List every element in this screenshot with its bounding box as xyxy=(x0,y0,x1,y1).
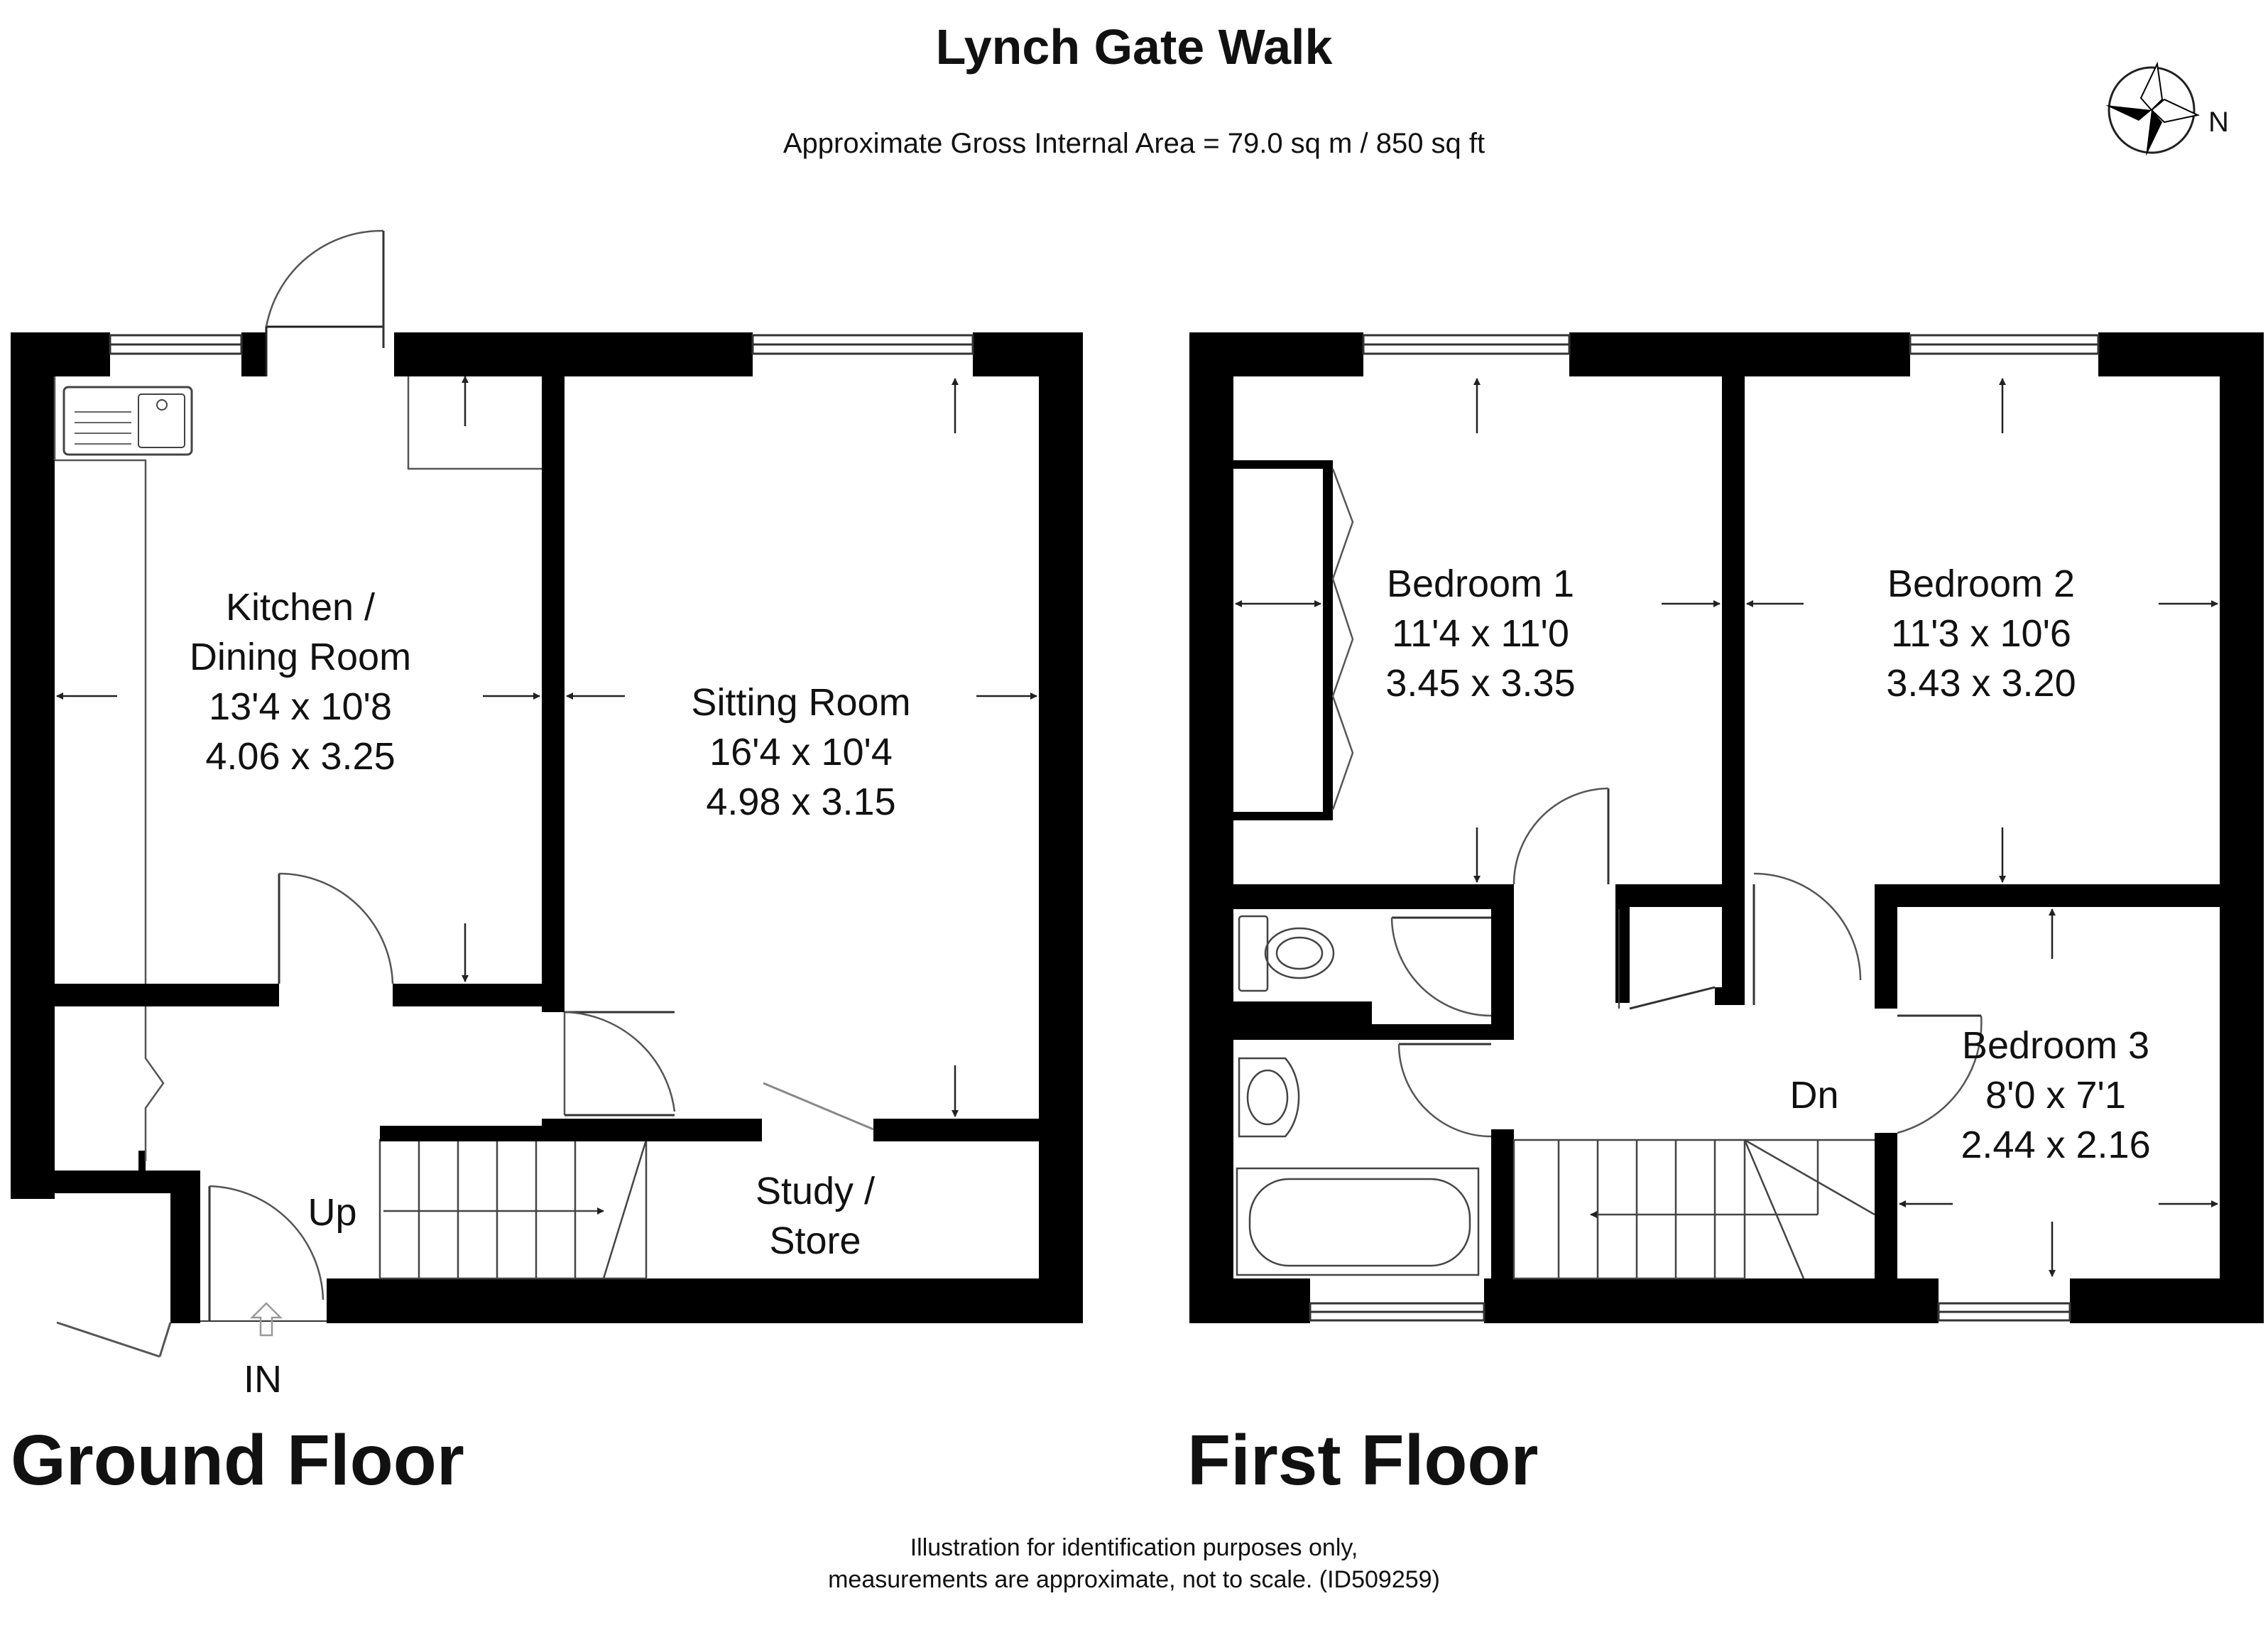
bedroom-2-imperial: 11'3 x 10'6 xyxy=(1891,612,2071,655)
sitting-room-imperial: 16'4 x 10'4 xyxy=(709,731,893,773)
kitchen-metric: 4.06 x 3.25 xyxy=(205,735,395,778)
kitchen-name-line1: Kitchen / xyxy=(226,586,375,629)
kitchen-imperial: 13'4 x 10'8 xyxy=(209,685,392,728)
bedroom-2-name: Bedroom 2 xyxy=(1887,563,2075,605)
entrance-label: IN xyxy=(244,1358,282,1401)
bedroom-3-imperial: 8'0 x 7'1 xyxy=(1985,1074,2126,1117)
bedroom-3-metric: 2.44 x 2.16 xyxy=(1961,1124,2150,1166)
stairs-down-label: Dn xyxy=(1789,1074,1838,1117)
gross-area-text: Approximate Gross Internal Area = 79.0 s… xyxy=(783,128,1485,159)
compass-north-label: N xyxy=(2208,107,2229,138)
bedroom-1-name: Bedroom 1 xyxy=(1387,563,1574,605)
study-name-line1: Study / xyxy=(756,1170,875,1212)
sitting-room-name: Sitting Room xyxy=(691,681,910,724)
stairs-up-label: Up xyxy=(307,1191,356,1234)
kitchen-name-line2: Dining Room xyxy=(190,636,411,678)
bedroom-1-imperial: 11'4 x 11'0 xyxy=(1392,612,1569,655)
first-floor-label: First Floor xyxy=(1187,1421,1538,1500)
plan-title: Lynch Gate Walk xyxy=(936,19,1333,75)
compass-icon: N xyxy=(2105,61,2229,156)
disclaimer-line-1: Illustration for identification purposes… xyxy=(910,1534,1358,1561)
disclaimer-line-2: measurements are approximate, not to sca… xyxy=(828,1566,1440,1593)
bedroom-1-metric: 3.45 x 3.35 xyxy=(1385,662,1575,705)
ground-floor-plan xyxy=(11,229,1083,1358)
study-name-line2: Store xyxy=(769,1220,861,1262)
sitting-room-metric: 4.98 x 3.15 xyxy=(706,781,895,823)
bedroom-2-metric: 3.43 x 3.20 xyxy=(1886,662,2076,705)
first-floor-plan xyxy=(1189,332,2264,1323)
ground-floor-label: Ground Floor xyxy=(11,1421,464,1500)
bedroom-3-name: Bedroom 3 xyxy=(1962,1024,2149,1067)
